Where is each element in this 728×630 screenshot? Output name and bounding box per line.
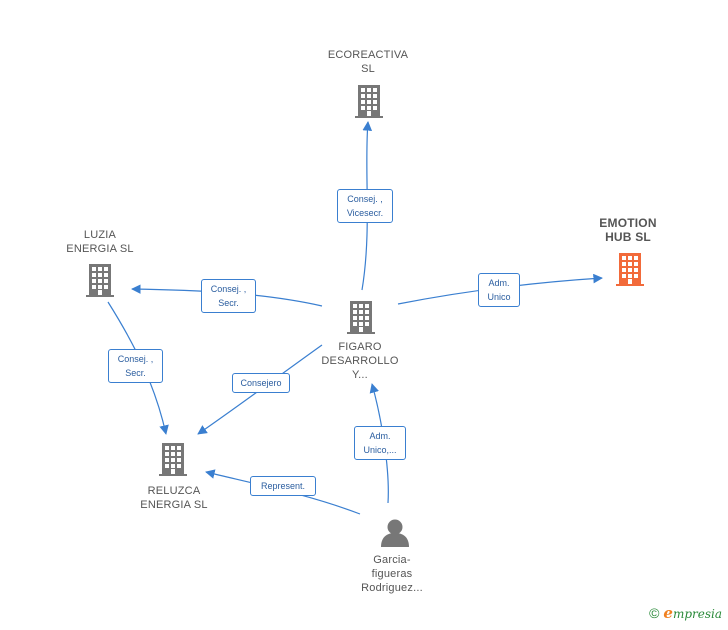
building-icon[interactable]	[616, 253, 644, 286]
building-icon[interactable]	[355, 85, 383, 118]
node-figaro[interactable]: FIGARO DESARROLLO Y...	[310, 340, 410, 382]
edge-label-line1: Adm.	[369, 431, 391, 441]
edge-label-line2: Secr.	[218, 298, 239, 308]
node-emotion-line1: EMOTION	[599, 216, 657, 230]
node-ecoreactiva-line2: SL	[361, 63, 375, 75]
node-garcia-line2: figueras	[371, 568, 413, 580]
copyright-icon: ©	[649, 605, 660, 621]
node-luzia-line1: LUZIA	[83, 229, 117, 241]
building-icon[interactable]	[159, 443, 187, 476]
edge-label-line1: Consej. ,	[347, 194, 383, 204]
edge-label-garcia-figaro[interactable]: Adm. Unico,...	[354, 426, 406, 460]
person-icon[interactable]	[381, 519, 409, 548]
edge-label-line2: Vicesecr.	[346, 208, 384, 218]
edge-label-garcia-reluzca[interactable]: Represent.	[250, 476, 316, 496]
edge-label-line1: Represent.	[260, 481, 306, 491]
node-garcia-line1: Garcia-	[373, 554, 411, 566]
building-icon[interactable]	[86, 264, 114, 297]
edge-label-line2: Unico	[487, 292, 511, 302]
node-figaro-line1: FIGARO	[338, 341, 382, 353]
edge-label-line2: Secr.	[125, 368, 146, 378]
edge-label-luzia-reluzca[interactable]: Consej. , Secr.	[108, 349, 163, 383]
node-reluzca-line1: RELUZCA	[147, 485, 201, 497]
node-ecoreactiva[interactable]: ECOREACTIVA SL	[318, 48, 418, 76]
node-ecoreactiva-line1: ECOREACTIVA	[327, 49, 409, 61]
edge-label-line1: Consejero	[240, 378, 282, 388]
node-reluzca[interactable]: RELUZCA ENERGIA SL	[122, 484, 226, 512]
brand-logo: ©empresia	[649, 604, 722, 622]
edge-label-line1: Consej. ,	[210, 284, 247, 294]
node-luzia-line2: ENERGIA SL	[66, 243, 134, 255]
edge-label-figaro-ecoreactiva[interactable]: Consej. , Vicesecr.	[337, 189, 393, 223]
node-reluzca-line2: ENERGIA SL	[140, 499, 208, 511]
node-garcia-line3: Rodriguez...	[361, 582, 423, 594]
node-emotion[interactable]: EMOTION HUB SL	[578, 216, 678, 244]
node-figaro-line2: DESARROLLO	[321, 355, 399, 367]
edge-label-line2: Unico,...	[363, 445, 397, 455]
edge-label-line1: Adm.	[488, 278, 510, 288]
edge-label-line1: Consej. ,	[117, 354, 154, 364]
brand-logo-text: mpresia	[672, 607, 722, 621]
node-emotion-line2: HUB SL	[605, 230, 651, 244]
node-figaro-line3: Y...	[352, 369, 368, 381]
node-garcia[interactable]: Garcia- figueras Rodriguez...	[342, 553, 442, 595]
edge-label-figaro-reluzca[interactable]: Consejero	[232, 373, 290, 393]
building-icon[interactable]	[347, 301, 375, 334]
edge-label-figaro-luzia[interactable]: Consej. , Secr.	[201, 279, 256, 313]
node-luzia[interactable]: LUZIA ENERGIA SL	[48, 228, 152, 256]
edge-label-figaro-emotion[interactable]: Adm. Unico	[478, 273, 520, 307]
brand-logo-e: e	[663, 604, 673, 622]
